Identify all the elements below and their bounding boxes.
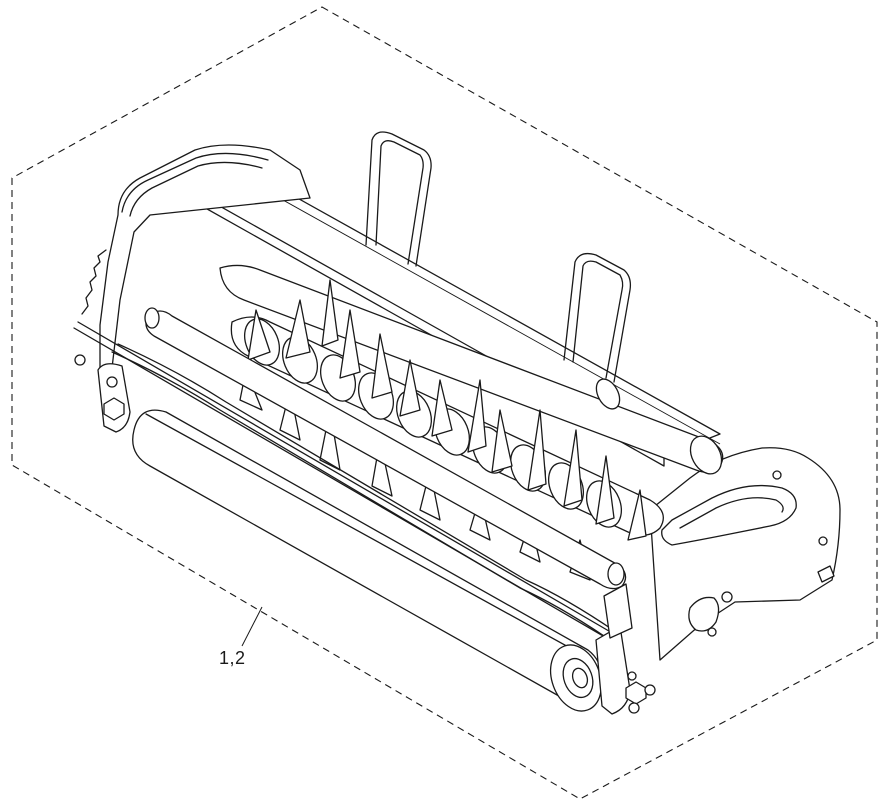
callout-leader-line [241, 606, 263, 647]
right-side-frame [649, 447, 841, 661]
lift-handle-left [365, 131, 432, 267]
right-end-bracket [595, 583, 656, 715]
rear-roller [219, 264, 724, 475]
lift-handle-right [563, 252, 632, 383]
assembly-boundary-dashed [11, 6, 878, 800]
reel-blade-tines [239, 279, 647, 581]
front-roller [132, 409, 603, 712]
left-side-frame [81, 144, 311, 373]
adjuster-nut-right [625, 681, 647, 705]
adjuster-nut [103, 397, 125, 421]
reel-assembly [73, 131, 841, 715]
left-end-bracket [74, 354, 131, 433]
part-callout-label: 1,2 [219, 648, 246, 668]
lower-tie-rod [73, 321, 617, 641]
reel-cylinder [230, 279, 664, 581]
